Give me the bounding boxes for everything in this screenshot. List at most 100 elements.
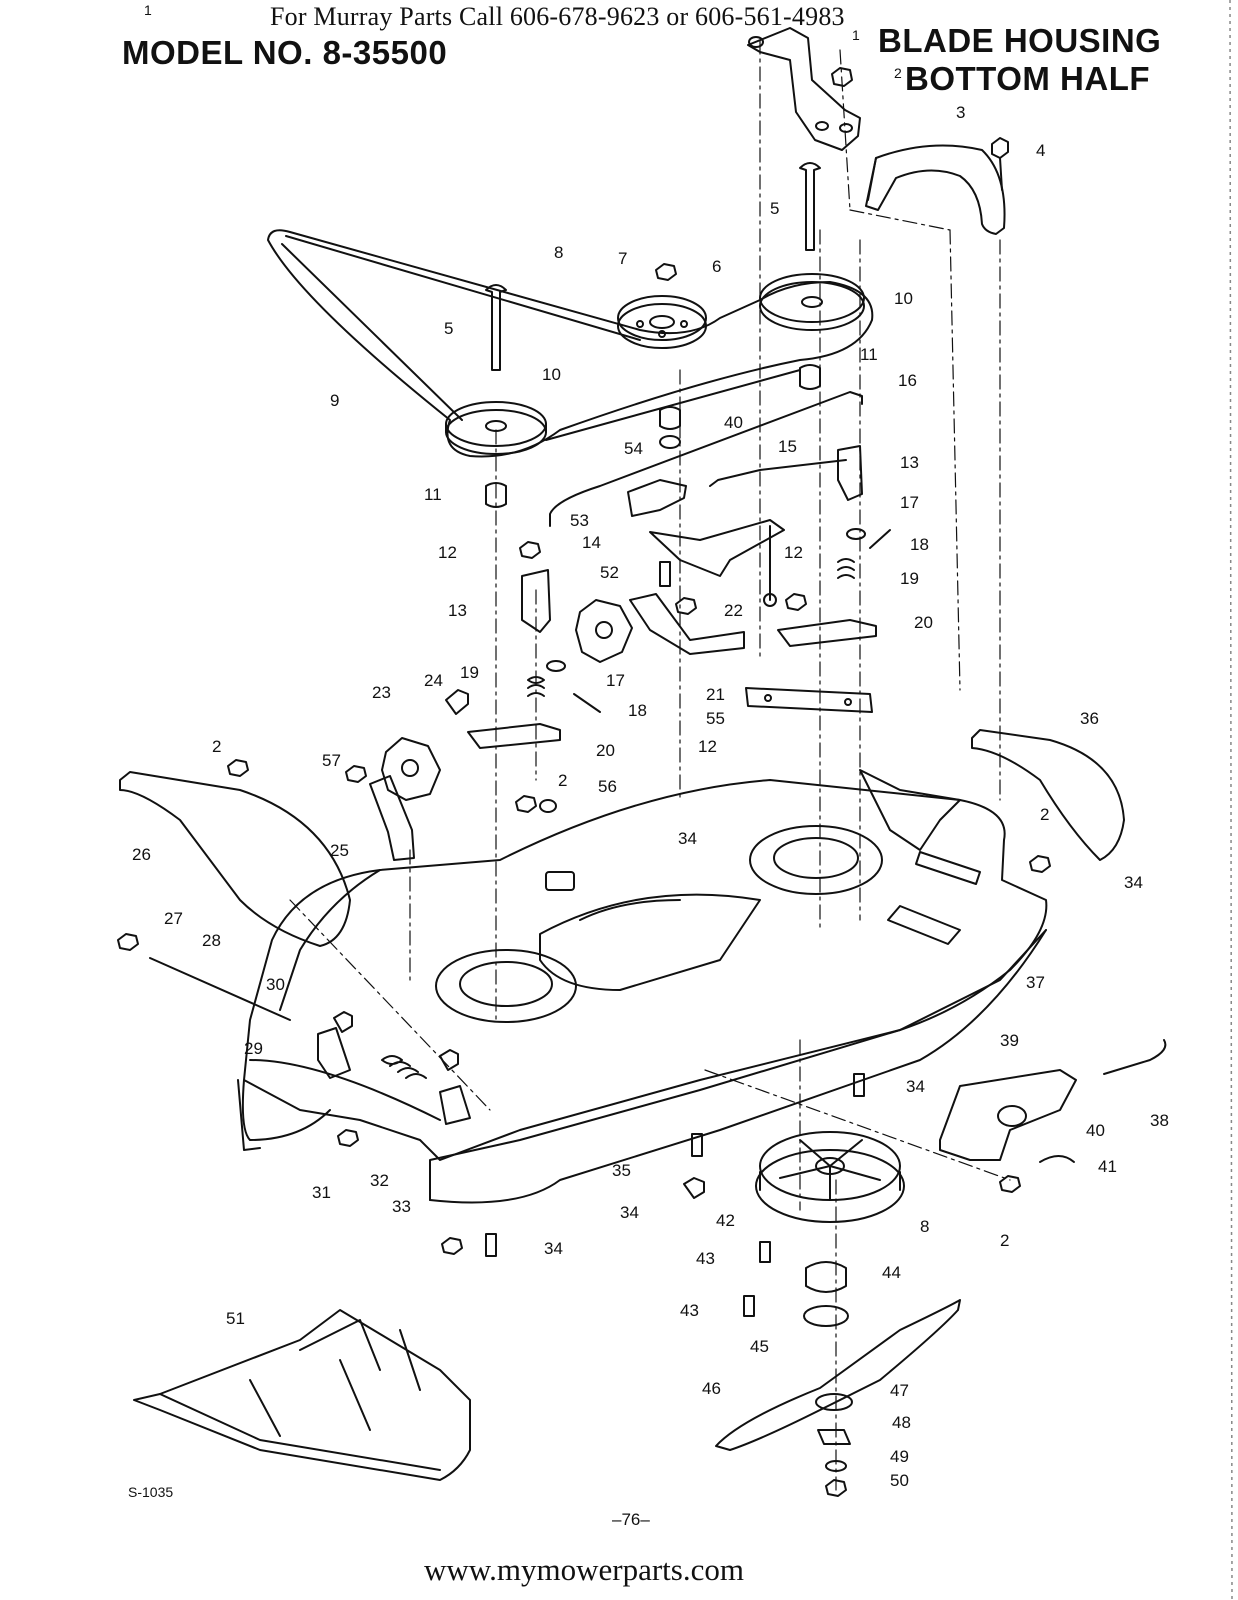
discharge-chute <box>133 1309 471 1481</box>
callout-label: 47 <box>890 1381 909 1400</box>
callout-label: 48 <box>892 1413 911 1432</box>
linkage-rod <box>709 459 847 487</box>
callout-label: 45 <box>750 1337 769 1356</box>
callout-label: 56 <box>598 777 617 796</box>
callout-label: 29 <box>244 1039 263 1058</box>
callout-label: 43 <box>696 1249 715 1268</box>
callout-label: 8 <box>920 1217 930 1236</box>
callout-label: 12 <box>784 543 803 562</box>
callout-label: 26 <box>132 845 151 864</box>
mower-blade <box>715 1299 961 1451</box>
callout-label: 55 <box>706 709 725 728</box>
callout-label: 34 <box>678 829 697 848</box>
spindle-housing <box>755 1149 905 1223</box>
callout-label: 33 <box>392 1197 411 1216</box>
callout-label: 31 <box>312 1183 331 1202</box>
callout-label: 25 <box>330 841 349 860</box>
lock-nut <box>831 67 853 87</box>
hanger-bracket <box>747 27 861 151</box>
callout-label: 34 <box>620 1203 639 1222</box>
v-belt <box>267 229 874 458</box>
title-ref-1: 1 <box>144 2 152 18</box>
callout-label: 20 <box>596 741 615 760</box>
callout-label: 17 <box>606 671 625 690</box>
callout-label: 43 <box>680 1301 699 1320</box>
callout-label: 19 <box>460 663 479 682</box>
callout-label: 3 <box>956 103 966 122</box>
callout-label: 49 <box>890 1447 909 1466</box>
callout-label: 46 <box>702 1379 721 1398</box>
model-number: MODEL NO. 8-35500 <box>122 34 448 71</box>
callout-label: 35 <box>612 1161 631 1180</box>
carriage-bolt <box>485 284 507 371</box>
callout-label: 24 <box>424 671 443 690</box>
callout-label: 2 <box>1040 805 1050 824</box>
callout-label: 20 <box>914 613 933 632</box>
callout-label: 7 <box>618 249 628 268</box>
title-bottom-half: BOTTOM HALF <box>905 60 1151 97</box>
right-baffle <box>971 729 1125 861</box>
callout-label: 1 <box>852 27 860 43</box>
callout-label: 2 <box>894 65 902 81</box>
callout-label: 11 <box>860 345 878 364</box>
callout-label: 15 <box>778 437 797 456</box>
idler-bracket <box>939 1069 1077 1161</box>
callout-label: 38 <box>1150 1111 1169 1130</box>
callout-label: 17 <box>900 493 919 512</box>
callout-label: 12 <box>698 737 717 756</box>
callout-label: 32 <box>370 1171 389 1190</box>
callout-label: 19 <box>900 569 919 588</box>
callout-label: 18 <box>910 535 929 554</box>
callout-label: 12 <box>438 543 457 562</box>
callout-label: 51 <box>226 1309 245 1328</box>
belt-shield <box>865 144 1006 235</box>
idler-pulley <box>445 401 547 455</box>
drawing-code: S-1035 <box>128 1484 174 1500</box>
callout-label: 34 <box>544 1239 563 1258</box>
mount-plate <box>745 687 873 713</box>
callout-label: 5 <box>770 199 780 218</box>
callout-label: 23 <box>372 683 391 702</box>
center-pulley <box>617 295 707 349</box>
callout-label: 13 <box>900 453 919 472</box>
callout-label: 10 <box>894 289 913 308</box>
scan-edge <box>1229 0 1233 1600</box>
callout-label: 41 <box>1098 1157 1117 1176</box>
callout-label: 8 <box>554 243 564 262</box>
callout-label: 16 <box>898 371 917 390</box>
star-knob <box>575 599 633 663</box>
control-rod <box>549 391 863 527</box>
callout-label: 13 <box>448 601 467 620</box>
callout-label: 40 <box>724 413 743 432</box>
callout-label: 34 <box>1124 873 1143 892</box>
callout-label: 39 <box>1000 1031 1019 1050</box>
callout-label: 21 <box>706 685 725 704</box>
callout-label: 37 <box>1026 973 1045 992</box>
callout-label: 14 <box>582 533 601 552</box>
carriage-bolt <box>799 162 821 251</box>
title-blade-housing: BLADE HOUSING <box>878 22 1162 59</box>
callout-label: 2 <box>212 737 222 756</box>
left-baffle <box>119 771 351 947</box>
callout-label: 57 <box>322 751 341 770</box>
website-url: www.mymowerparts.com <box>424 1552 744 1587</box>
assembly-centerlines <box>289 39 1011 1491</box>
page-number: –76– <box>612 1510 650 1529</box>
callout-label: 27 <box>164 909 183 928</box>
callout-label: 28 <box>202 931 221 950</box>
callout-label: 40 <box>1086 1121 1105 1140</box>
callout-label: 34 <box>906 1077 925 1096</box>
callout-label: 50 <box>890 1471 909 1490</box>
callout-label: 6 <box>712 257 722 276</box>
callout-label: 9 <box>330 391 340 410</box>
callout-label: 53 <box>570 511 589 530</box>
callout-label: 18 <box>628 701 647 720</box>
callout-label: 30 <box>266 975 285 994</box>
callout-label: 54 <box>624 439 643 458</box>
callout-label: 2 <box>558 771 568 790</box>
callout-label: 52 <box>600 563 619 582</box>
callout-label: 42 <box>716 1211 735 1230</box>
blade-housing-deck <box>243 779 1048 1161</box>
